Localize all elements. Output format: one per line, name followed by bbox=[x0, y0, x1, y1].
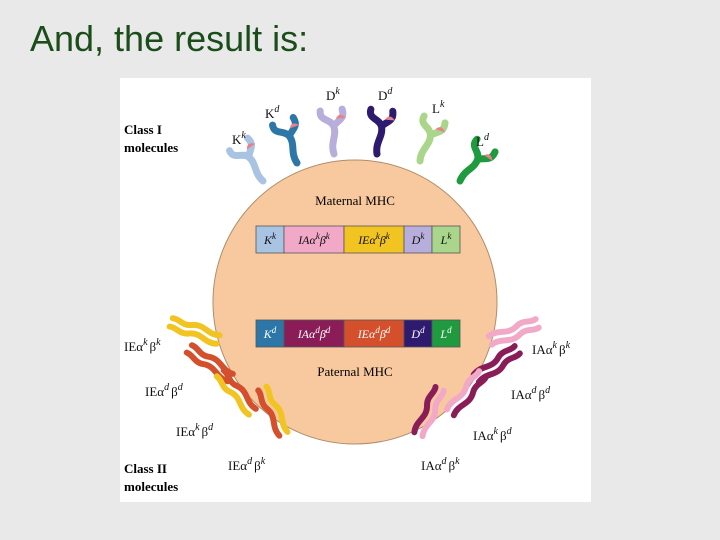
maternal-gene-box bbox=[431, 225, 461, 254]
class-i-molecule-label: Ld bbox=[476, 132, 490, 149]
class-i-molecule-label: Dk bbox=[326, 86, 340, 103]
class-i-molecule bbox=[269, 114, 301, 167]
maternal-gene-label: IEαkβk bbox=[357, 231, 391, 247]
paternal-gene-box bbox=[431, 319, 461, 348]
maternal-gene-bar: Kk IAαkβk IEαkβk Dk Lk bbox=[255, 225, 461, 254]
maternal-gene-label: IAαkβk bbox=[297, 231, 331, 247]
maternal-gene-box bbox=[283, 225, 345, 254]
class-i-molecule-label: Dd bbox=[378, 86, 393, 103]
class-ii-molecule bbox=[443, 368, 489, 419]
class-ii-molecule bbox=[213, 367, 259, 418]
paternal-gene-box bbox=[283, 319, 345, 348]
class-i-molecule bbox=[226, 134, 267, 185]
class-ii-molecule bbox=[485, 316, 542, 348]
paternal-gene-box bbox=[403, 319, 433, 348]
class-ii-molecule bbox=[255, 383, 291, 439]
paternal-gene-label: IEαdβd bbox=[357, 325, 391, 341]
mhc-diagram: Class I molecules Class II molecules Mat… bbox=[124, 86, 571, 494]
class-i-molecule-label: Kk bbox=[232, 130, 246, 147]
maternal-gene-label: Lk bbox=[440, 231, 453, 247]
maternal-gene-box bbox=[255, 225, 285, 254]
mhc-figure: Class I molecules Class II molecules Mat… bbox=[120, 78, 591, 502]
paternal-gene-bar: Kd IAαdβd IEαdβd Dd Ld bbox=[255, 319, 461, 348]
slide-title: And, the result is: bbox=[30, 18, 309, 59]
maternal-gene-box bbox=[343, 225, 405, 254]
paternal-mhc-label: Paternal MHC bbox=[317, 364, 392, 379]
class-ii-label: Class II molecules bbox=[124, 461, 178, 494]
paternal-gene-label: IAαdβd bbox=[297, 325, 331, 341]
class-i-molecule-label: Kd bbox=[265, 104, 280, 121]
class-i-molecule bbox=[316, 105, 347, 158]
class-i-molecule bbox=[416, 112, 449, 165]
class-ii-molecule bbox=[411, 383, 447, 440]
paternal-gene-box bbox=[343, 319, 405, 348]
paternal-gene-label: Ld bbox=[439, 325, 452, 341]
maternal-mhc-label: Maternal MHC bbox=[315, 193, 395, 208]
paternal-gene-label: Dd bbox=[410, 325, 425, 341]
class-i-molecule bbox=[456, 135, 499, 185]
class-i-molecule bbox=[366, 105, 397, 158]
maternal-gene-label: Dk bbox=[411, 231, 426, 247]
class-i-molecule-label: Lk bbox=[432, 99, 445, 116]
paternal-gene-label: Kd bbox=[263, 325, 277, 341]
class-ii-molecule bbox=[166, 315, 223, 347]
class-i-label: Class I molecules bbox=[124, 122, 178, 155]
maternal-gene-label: Kk bbox=[263, 231, 277, 247]
